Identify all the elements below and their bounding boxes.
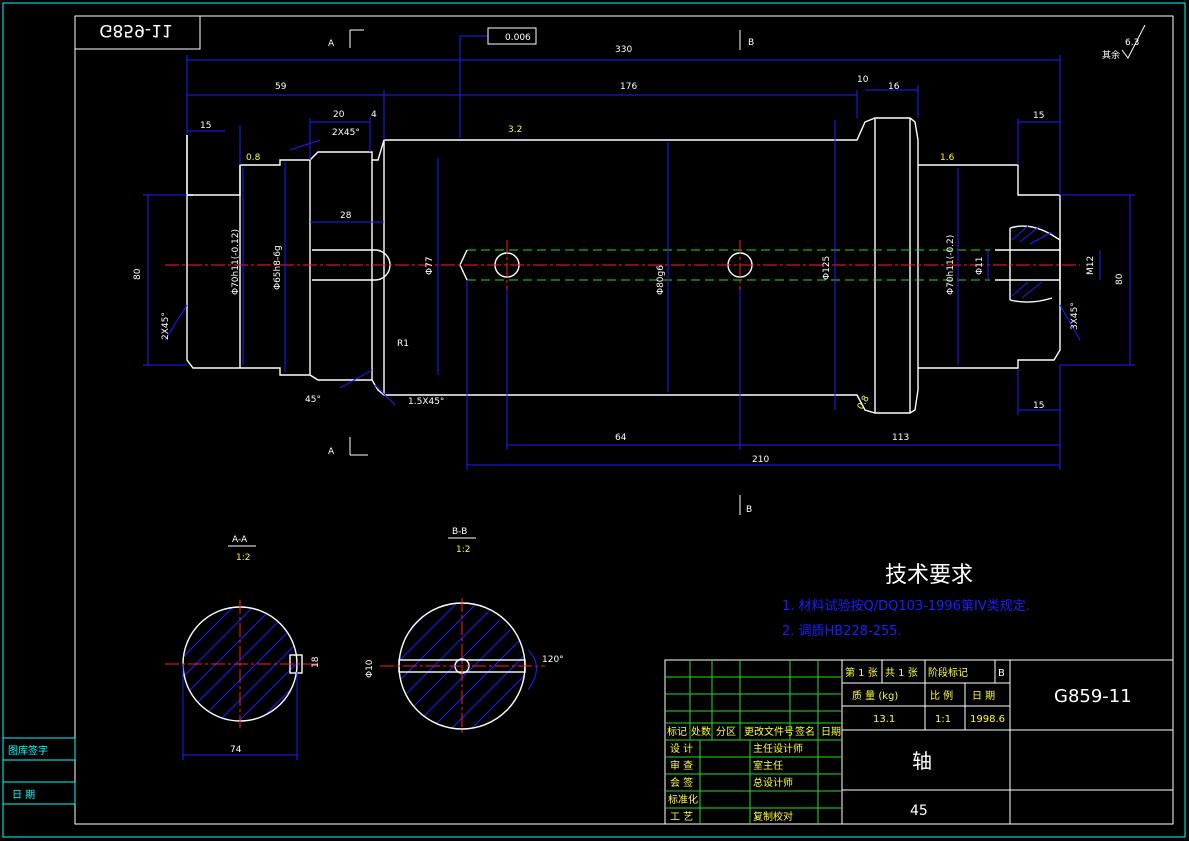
role-process: 工 艺 (670, 811, 693, 823)
dim-drill-length: 210 (752, 455, 769, 465)
geometric-tolerance-value: 0.006 (505, 33, 531, 43)
dim-dia-inner: Φ11 (975, 256, 985, 275)
dimension-lines (143, 35, 1135, 470)
side-signature-box (2, 737, 76, 761)
inner-frame (74, 15, 1174, 825)
mirrored-drawing-number: G859-11 (99, 20, 172, 40)
mirrored-drawing-number-text: G859-11 (99, 20, 172, 40)
role-general-designer: 总设计师 (753, 776, 793, 789)
drawing-number-box (74, 15, 201, 50)
dimension-texts: 330 59 176 10 16 15 20 4 2X45° 15 15 28 … (200, 45, 1044, 465)
dim-collar-width: 16 (888, 82, 900, 92)
section-bb-height: Φ10 (365, 659, 375, 678)
dim-chamfer-1: 2X45° (332, 128, 360, 138)
side-date-label: 日 期 (12, 789, 35, 801)
surface-finish-other-label: 其余 (1102, 49, 1120, 61)
dim-thread: M12 (1086, 256, 1096, 275)
part-name: 轴 (912, 749, 932, 773)
scale-value: 1:1 (935, 714, 951, 725)
section-a-bottom-label: A (328, 447, 335, 457)
roughness-3: 1.6 (940, 153, 955, 163)
role-review: 审 查 (670, 759, 693, 772)
dim-dia-left: Φ70h11(-0.12) (231, 229, 241, 295)
main-shaft-view (165, 117, 1080, 414)
dim-right-end-bottom: 15 (1033, 401, 1044, 411)
dim-groove: 20 (333, 110, 345, 120)
rev-header-date: 日期 (821, 726, 841, 738)
rev-header-sign: 签名 (795, 725, 815, 738)
dim-left-section: 59 (275, 82, 287, 92)
dim-chamfer-4: 3X45° (1070, 302, 1080, 330)
rev-header-count: 处数 (691, 725, 711, 738)
weight-label: 质 量 (kg) (852, 690, 898, 702)
dim-hole-spacing-1: 64 (615, 433, 627, 443)
dim-chamfer-2: 1.5X45° (408, 397, 444, 407)
dim-right-end: 15 (1033, 111, 1044, 121)
dim-collar-small: 10 (857, 75, 869, 85)
scale-label: 比 例 (930, 689, 953, 702)
geometric-tolerance-frame (487, 27, 537, 45)
total-sheets: 共 1 张 (885, 667, 918, 679)
tech-requirement-1: 1. 材料试验按Q/DQ103-1996第IV类规定. (782, 598, 1030, 614)
section-a-top-label: A (328, 39, 335, 49)
section-bb-title: B-B (452, 527, 467, 537)
dim-total-length: 330 (615, 45, 632, 55)
section-aa-height: 18 (311, 656, 321, 668)
role-chief-designer: 主任设计师 (753, 742, 803, 755)
rev-header-mark: 标记 (667, 726, 687, 738)
dim-chamfer-3: 2X45° (161, 312, 171, 340)
stage-mark-label: 阶段标记 (928, 666, 968, 679)
roughness-2: 3.2 (508, 125, 522, 135)
title-drawing-number: G859-11 (1054, 686, 1132, 707)
tech-requirements-heading: 技术要求 (885, 563, 973, 588)
rev-header-doc: 更改文件号 (744, 725, 794, 738)
dim-dia-key: Φ65h8-6g (273, 245, 283, 290)
section-aa-scale: 1:2 (236, 553, 250, 563)
dim-left-end: 15 (200, 121, 211, 131)
side-signature-label: 图库签字 (8, 744, 48, 757)
dim-fillet: R1 (397, 339, 409, 349)
role-design: 设 计 (670, 742, 693, 755)
section-bb-angle: 120° (542, 655, 564, 665)
section-aa-view: A-A 1:2 74 18 (165, 535, 321, 760)
section-markers: A A B B (328, 29, 754, 515)
section-aa-width: 74 (230, 745, 242, 755)
dim-middle-section: 176 (620, 82, 637, 92)
stage-mark-value: B (998, 668, 1005, 679)
dim-dia-main: Φ80g6 (656, 265, 666, 295)
material: 45 (910, 803, 928, 819)
role-standardization: 标准化 (668, 793, 698, 806)
vertical-dimension-texts: 80 80 Φ70h11(-0.12) Φ65h8-6g Φ77 Φ80g6 Φ… (133, 229, 1125, 412)
dim-angle-45: 45° (305, 395, 321, 405)
date-value: 1998.6 (970, 714, 1005, 725)
tech-requirement-2: 2. 调质HB228-255. (782, 624, 902, 639)
role-countersign: 会 签 (670, 776, 693, 789)
dim-step: 4 (371, 110, 377, 120)
dim-right-height: 80 (1115, 273, 1125, 285)
sheet-number: 第 1 张 (845, 666, 878, 679)
title-block: 标记 处数 分区 更改文件号 签名 日期 设 计 主任设计师 审 查 室主任 会… (664, 659, 1174, 825)
section-b-bottom-label: B (746, 505, 752, 515)
dim-dia-collar: Φ125 (822, 256, 832, 280)
date-label: 日 期 (972, 690, 995, 702)
role-director: 室主任 (753, 759, 783, 772)
dim-dia-right: Φ70h11(-0.2) (946, 235, 956, 295)
dim-keyway: 28 (340, 211, 352, 221)
dim-dia-body: Φ77 (425, 256, 435, 275)
rev-header-zone: 分区 (716, 726, 736, 738)
dim-hole-spacing-2: 113 (892, 433, 909, 443)
surface-finish-other-value: 6.3 (1125, 38, 1139, 48)
section-aa-title: A-A (232, 535, 248, 545)
side-date-box (2, 781, 76, 805)
roughness-1: 0.8 (246, 153, 261, 163)
role-copy-check: 复制校对 (753, 810, 793, 823)
dim-left-height: 80 (133, 268, 143, 280)
section-bb-scale: 1:2 (456, 545, 470, 555)
section-b-top-label: B (748, 38, 754, 48)
weight-value: 13.1 (873, 714, 895, 725)
section-bb-view: B-B 1:2 Φ10 120° (365, 527, 564, 735)
